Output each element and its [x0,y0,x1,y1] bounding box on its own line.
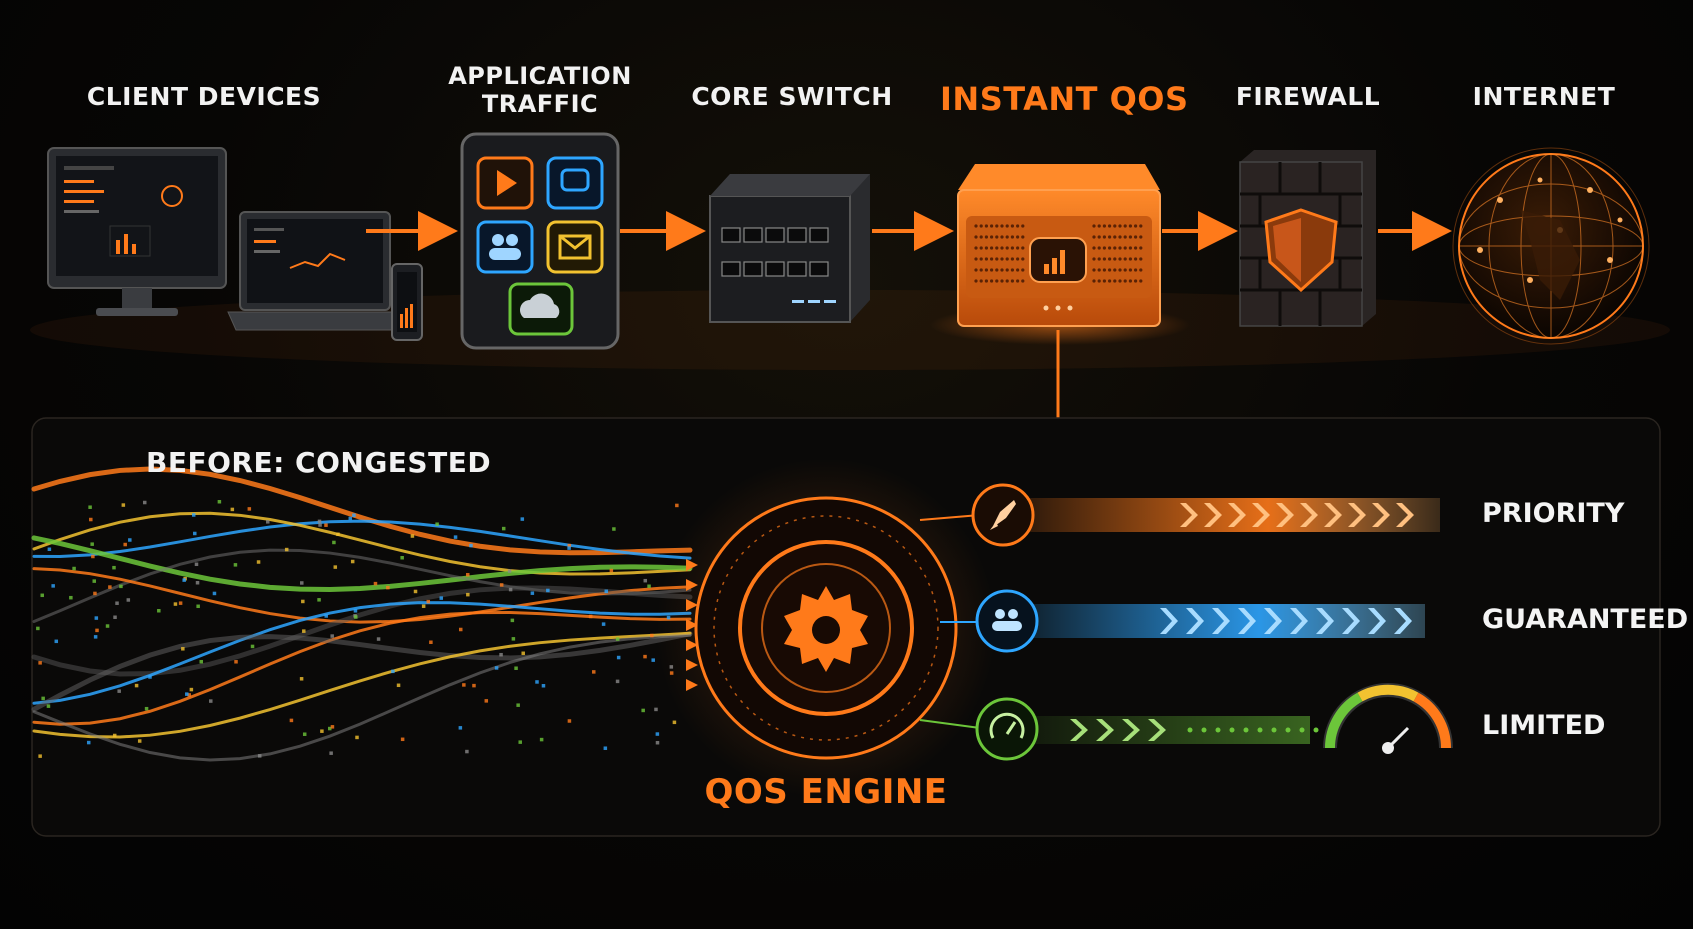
users-icon [492,234,504,246]
core-switch-icon [709,174,870,323]
stage-label-internet: INTERNET [1472,82,1616,111]
qos-engine-gear [656,458,996,798]
tier-label-limited: LIMITED [1482,710,1606,741]
congested-traffic-wires [31,466,698,762]
tier-label-guaranteed: GUARANTEED [1482,604,1689,635]
congested-packet-dots [36,500,679,758]
priority-lane [919,483,1440,547]
tier-label-priority: PRIORITY [1482,498,1625,529]
application-traffic-icon [460,132,620,350]
rocket-icon [990,500,1016,530]
speed-gauge-icon [1323,683,1453,754]
qos-engine-label: QOS ENGINE [704,772,948,812]
cloud-icon [520,293,560,318]
limited-lane [919,683,1453,761]
client-devices-icon [47,147,423,341]
stage-label-qos: INSTANT QOS [940,80,1189,118]
users-icon [995,609,1005,619]
guaranteed-lane [940,589,1425,653]
instant-qos-appliance-icon [930,164,1190,345]
stage-label-client: CLIENT DEVICES [86,82,322,111]
before-congested-label: BEFORE: CONGESTED [146,446,492,479]
stage-label-switch: CORE SWITCH [691,82,893,111]
firewall-icon [1239,150,1376,327]
play-icon [497,170,517,196]
stage-label-firewall: FIREWALL [1235,82,1381,111]
chat-icon [560,168,590,192]
speedometer-icon [989,712,1025,739]
mail-icon [558,234,592,260]
stage-label-apps: APPLICATION TRAFFIC [448,62,632,118]
internet-globe-icon [1452,147,1650,345]
